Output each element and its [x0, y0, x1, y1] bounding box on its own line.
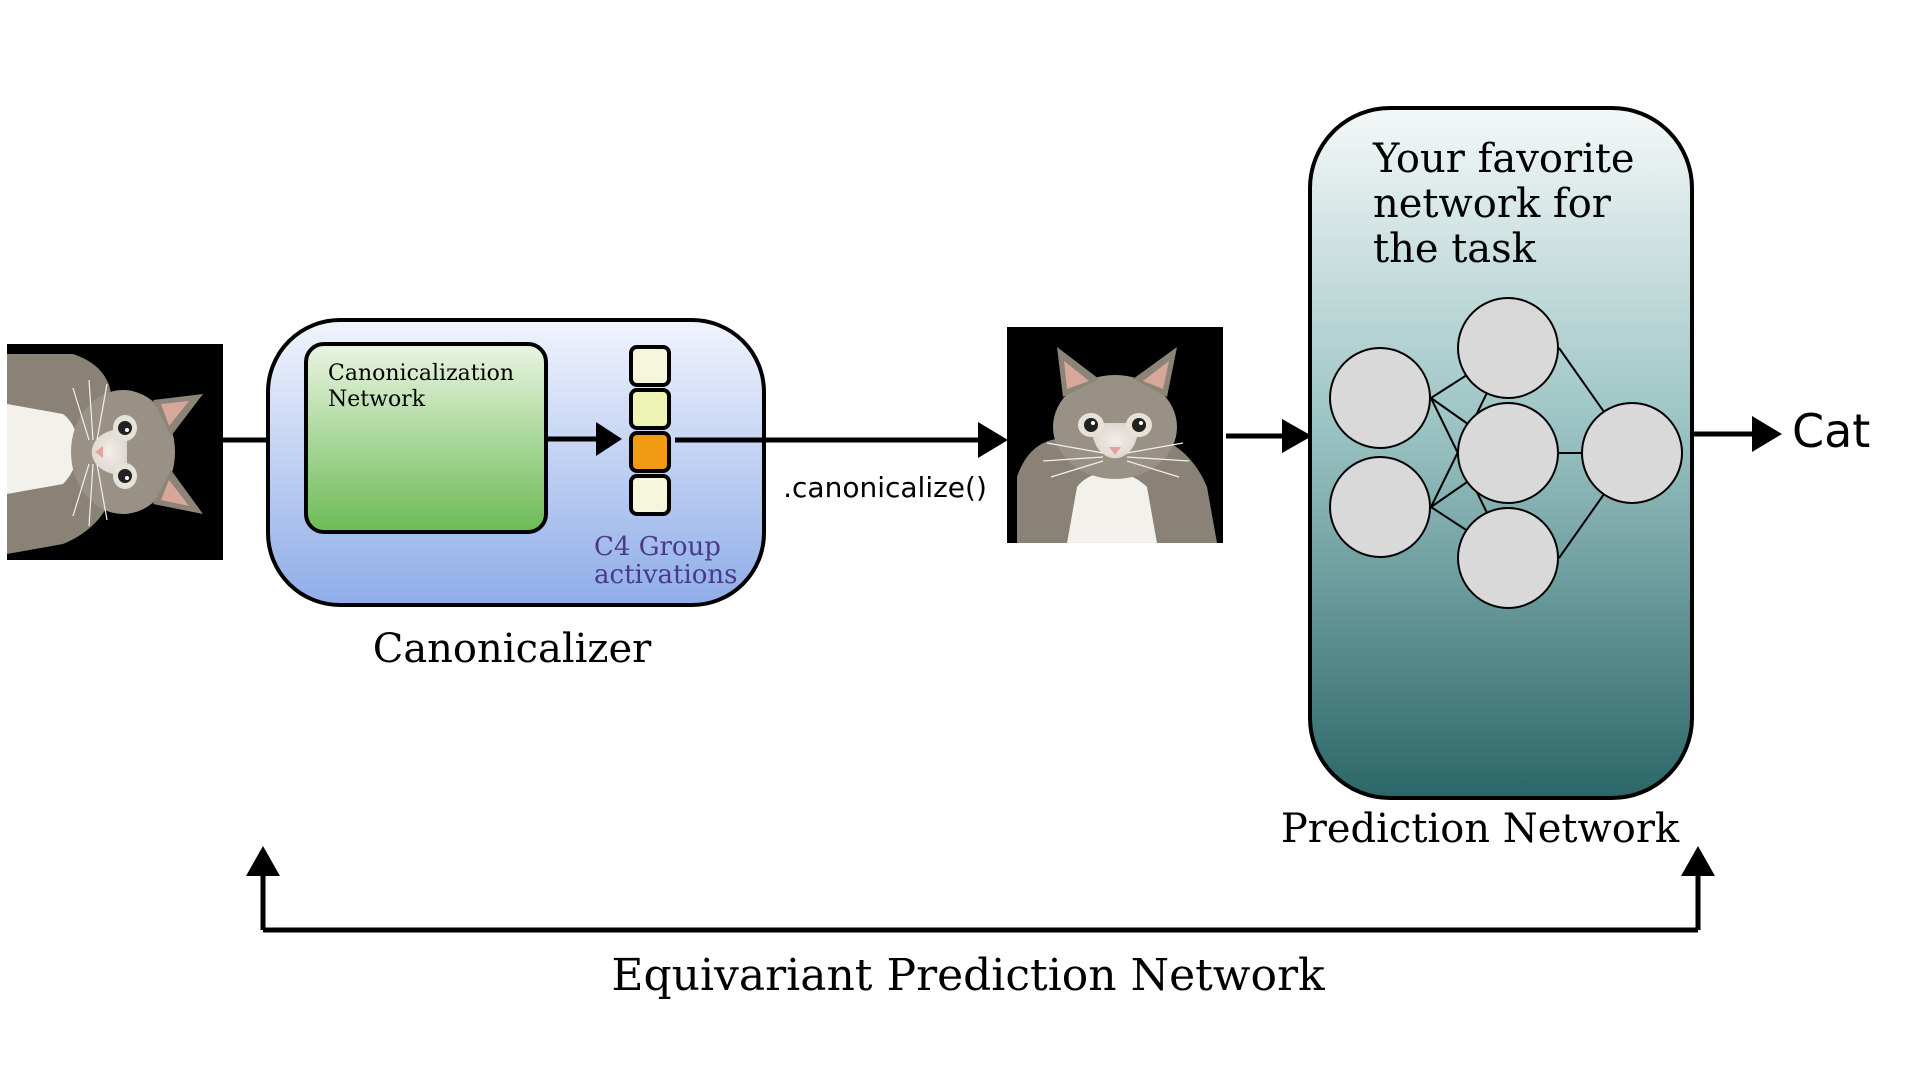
activation-cell-2 [629, 388, 671, 430]
equivariant-bracket-arrow [260, 872, 1701, 933]
canonicalization-network-label-line1: Canonicalization [328, 361, 514, 386]
arrow-to-output [1690, 416, 1782, 452]
prediction-network-text-line3: the task [1373, 226, 1537, 272]
neuron-output [1581, 402, 1683, 504]
equivariant-network-label: Equivariant Prediction Network [611, 950, 1325, 1001]
arrow-to-prediction-network [1226, 419, 1312, 453]
bracket-arrowhead-left [246, 846, 280, 876]
output-label: Cat [1792, 404, 1870, 458]
bracket-arrowhead-right [1681, 846, 1715, 876]
group-activations-label-line1: C4 Group [594, 532, 721, 562]
input-cat-image-rotated [6, 343, 224, 561]
c4-activation-vector [629, 345, 671, 516]
neuron-hidden-3 [1457, 507, 1559, 609]
canonicalize-call-label: .canonicalize() [783, 471, 987, 504]
canonicalizer-title: Canonicalizer [373, 626, 652, 672]
neural-network-illustration [1329, 297, 1683, 609]
group-activations-label-line2: activations [594, 560, 738, 590]
activation-cell-3-active [629, 431, 671, 473]
canonical-cat-image [1006, 326, 1224, 544]
activation-cell-1 [629, 345, 671, 387]
prediction-network-text-line1: Your favorite [1372, 136, 1635, 182]
neuron-hidden-1 [1457, 297, 1559, 399]
activation-cell-4 [629, 474, 671, 516]
neuron-input-1 [1329, 347, 1431, 449]
canonicalization-network-label-line2: Network [328, 387, 426, 412]
arrow-to-canonical-image [675, 422, 1008, 458]
prediction-network-text-line2: network for [1373, 181, 1612, 227]
prediction-network-title: Prediction Network [1281, 806, 1680, 852]
neuron-hidden-2 [1457, 402, 1559, 504]
arrow-network-to-activations [546, 422, 622, 456]
neuron-input-2 [1329, 456, 1431, 558]
